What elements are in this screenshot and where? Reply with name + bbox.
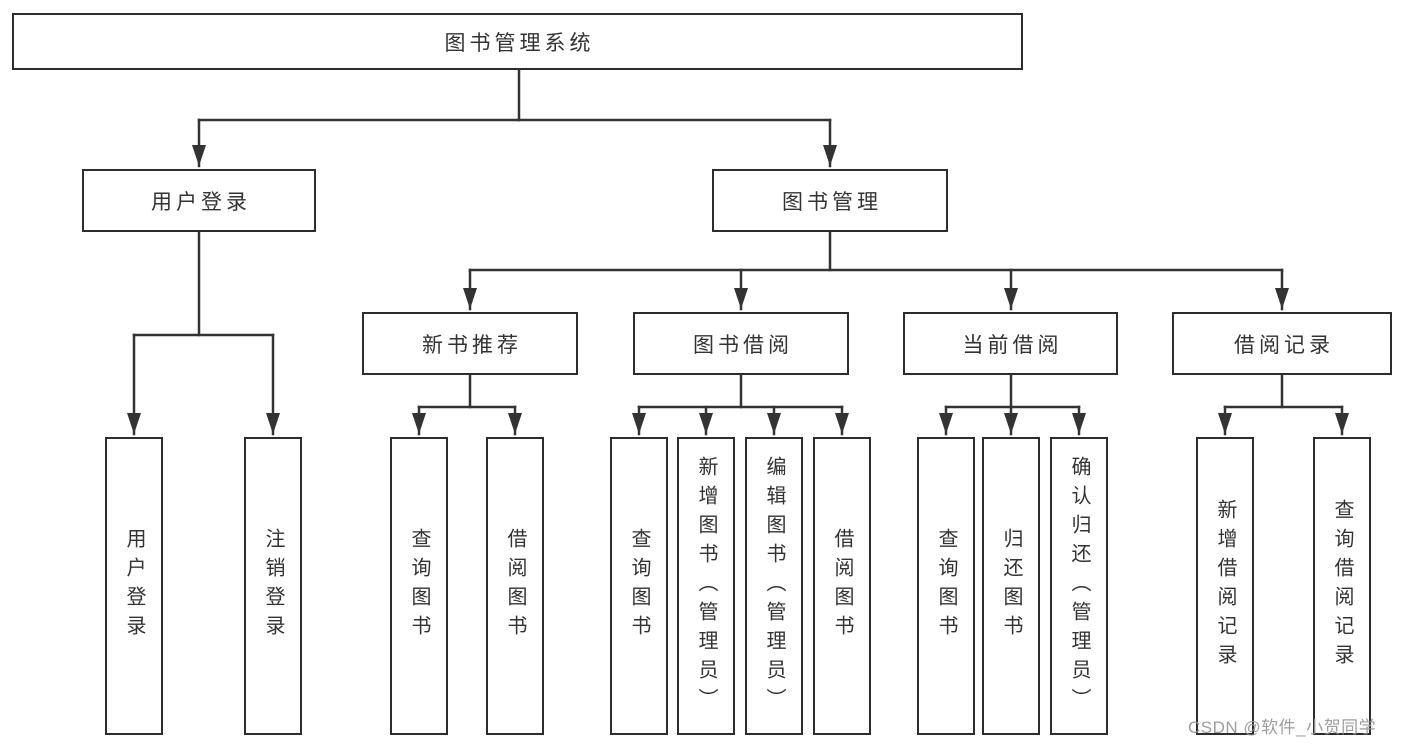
node-current-borrow: 当前借阅 [903, 312, 1118, 375]
node-label: 用户登录 [123, 528, 145, 644]
node-label: 编辑图书（管理员） [763, 455, 785, 717]
leaf-logout: 注销登录 [244, 437, 302, 735]
node-label: 图书管理 [782, 190, 882, 214]
leaf-return-books: 归还图书 [982, 437, 1040, 735]
leaf-query-books-recommend: 查询图书 [390, 437, 448, 735]
node-label: 图书借阅 [693, 333, 793, 357]
node-label: 借阅图书 [504, 528, 526, 644]
leaf-borrow-books: 借阅图书 [813, 437, 871, 735]
node-label: 用户登录 [151, 190, 251, 214]
node-system-root: 图书管理系统 [12, 13, 1023, 70]
leaf-query-books-borrow: 查询图书 [610, 437, 668, 735]
leaf-edit-books-admin: 编辑图书（管理员） [745, 437, 803, 735]
node-label: 查询图书 [628, 528, 650, 644]
node-label: 借阅图书 [831, 528, 853, 644]
node-label: 当前借阅 [962, 333, 1063, 357]
node-book-management: 图书管理 [712, 169, 948, 232]
node-borrow-records: 借阅记录 [1172, 312, 1392, 375]
node-label: 注销登录 [262, 528, 284, 644]
leaf-confirm-return-admin: 确认归还（管理员） [1050, 437, 1108, 735]
node-label: 查询图书 [408, 528, 430, 644]
node-label: 新增借阅记录 [1214, 499, 1236, 673]
node-label: 查询借阅记录 [1331, 499, 1353, 673]
node-label: 图书管理系统 [444, 31, 595, 55]
leaf-add-books-admin: 新增图书（管理员） [677, 437, 735, 735]
leaf-borrow-books-recommend: 借阅图书 [486, 437, 544, 735]
node-label: 新增图书（管理员） [695, 455, 717, 717]
node-new-book-recommend: 新书推荐 [362, 312, 578, 375]
node-label: 新书推荐 [422, 333, 522, 357]
leaf-query-books-current: 查询图书 [917, 437, 975, 735]
leaf-add-borrow-record: 新增借阅记录 [1196, 437, 1254, 735]
leaf-query-borrow-record: 查询借阅记录 [1313, 437, 1371, 735]
csdn-watermark: CSDN @软件_小贺同学 [1188, 718, 1377, 737]
node-label: 确认归还（管理员） [1068, 455, 1090, 717]
node-book-borrow: 图书借阅 [633, 312, 849, 375]
leaf-user-login: 用户登录 [105, 437, 163, 735]
node-label: 借阅记录 [1234, 333, 1334, 357]
node-label: 查询图书 [935, 528, 957, 644]
node-label: 归还图书 [1000, 528, 1022, 644]
node-user-login: 用户登录 [82, 169, 316, 232]
